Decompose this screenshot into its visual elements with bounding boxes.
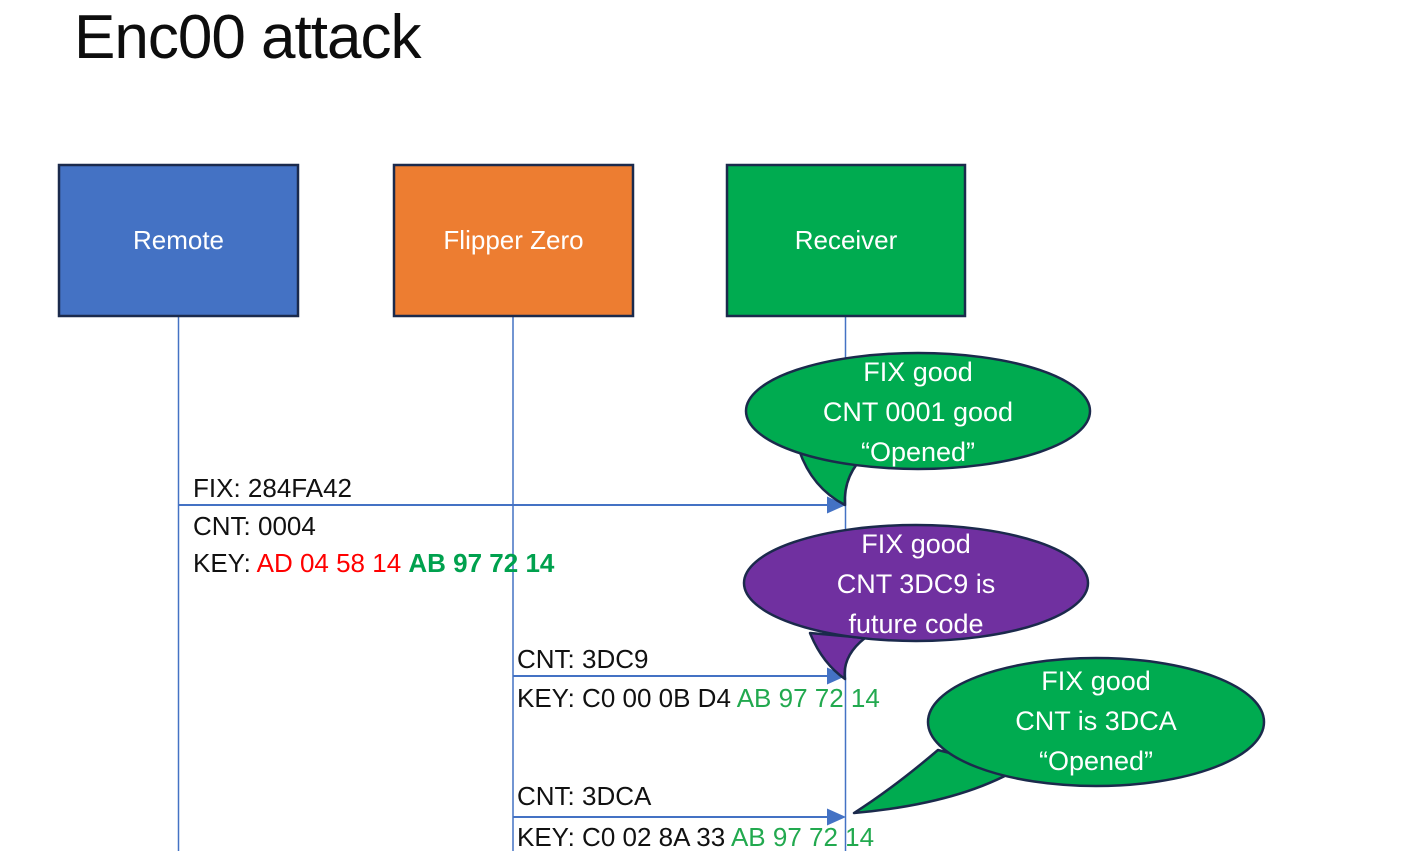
message-1-cnt-label: CNT: 0004: [193, 511, 316, 541]
key-cracked-bytes: AD 04 58 14: [256, 548, 409, 578]
actor-receiver: Receiver: [727, 165, 965, 316]
bubble-line: FIX good: [1041, 666, 1151, 696]
callout-bubble-1-shape: [744, 351, 1092, 471]
key-fixed-bytes: AB 97 72 14: [736, 683, 880, 713]
bubble-line: future code: [848, 609, 984, 639]
key-fixed-bytes: AB 97 72 14: [408, 548, 555, 578]
actor-box-remote: [57, 163, 300, 318]
key-plain-bytes: C0 00 0B D4: [582, 683, 737, 713]
actor-label-flipper-zero: Flipper Zero: [443, 225, 584, 255]
message-2-cnt-label: CNT: 3DC9: [517, 644, 649, 674]
bubble-line: CNT is 3DCA: [1015, 706, 1177, 736]
key-prefix: KEY:: [517, 683, 583, 713]
message-arrow-1-head-icon: [827, 496, 846, 514]
bubble-line: FIX good: [863, 357, 973, 387]
message-3-key-label: KEY: C0 02 8A 33 AB 97 72 14: [517, 822, 874, 852]
key-fixed-bytes: AB 97 72 14: [730, 822, 875, 852]
callout-bubble-3-text: FIX good CNT is 3DCA “Opened”: [936, 661, 1256, 781]
message-1-fix-label: FIX: 284FA42: [193, 473, 352, 503]
bubble-line: “Opened”: [860, 437, 976, 467]
key-prefix: KEY:: [193, 548, 257, 578]
callout-bubble-2-shape: [742, 523, 1090, 643]
message-arrow-2-head-icon: [827, 667, 846, 685]
bubble-line: “Opened”: [1038, 746, 1154, 776]
actor-flipper-zero: Flipper Zero: [394, 165, 633, 316]
message-arrow-3-head-icon: [827, 808, 846, 826]
message-1-key-label: KEY: AD 04 58 14 AB 97 72 14: [193, 548, 554, 578]
message-2-key-label: KEY: C0 00 0B D4 AB 97 72 14: [517, 683, 880, 713]
actor-label-receiver: Receiver: [794, 225, 898, 255]
callout-bubble-2-tail: [808, 631, 867, 681]
actor-box-flipper-zero: [392, 163, 635, 318]
key-plain-bytes: C0 02 8A 33: [582, 822, 731, 852]
callout-bubble-2-text: FIX good CNT 3DC9 is future code: [756, 524, 1076, 644]
actor-remote: Remote: [59, 165, 298, 316]
message-3-cnt-label: CNT: 3DCA: [517, 781, 652, 811]
bubble-line: FIX good: [861, 529, 971, 559]
bubble-line: CNT 0001 good: [822, 397, 1014, 427]
key-prefix: KEY:: [517, 822, 583, 852]
actor-label-remote: Remote: [132, 225, 225, 255]
callout-bubble-3-shape: [926, 656, 1266, 788]
page-title: Enc00 attack: [74, 3, 421, 72]
callout-bubble-1-text: FIX good CNT 0001 good “Opened”: [758, 352, 1078, 472]
actor-box-receiver: [725, 163, 967, 318]
bubble-line: CNT 3DC9 is: [836, 569, 996, 599]
